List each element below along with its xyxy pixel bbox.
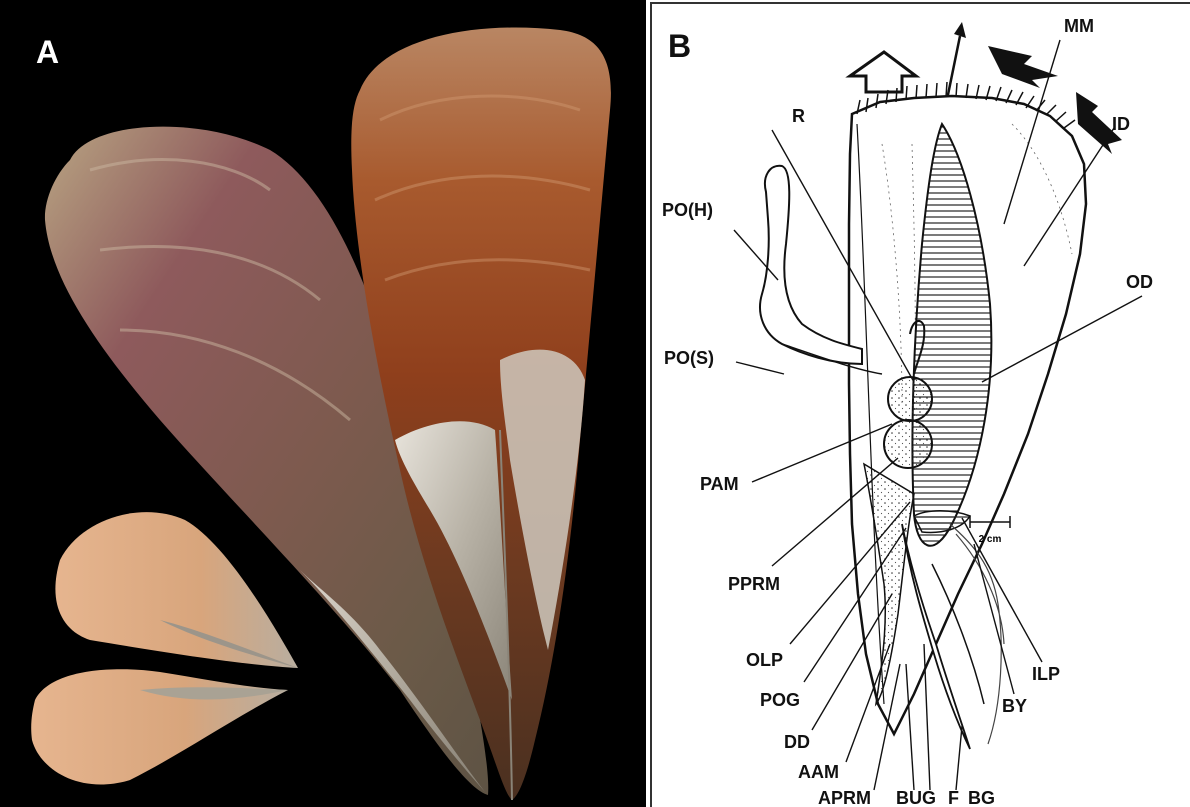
panel-label-a: A: [36, 34, 59, 71]
label-po-s: PO(S): [664, 348, 714, 368]
panel-b-diagram: B: [650, 2, 1190, 807]
label-id: ID: [1112, 114, 1130, 134]
anatomy-drawing: 2 cm: [652, 4, 1190, 807]
label-f: F: [948, 788, 959, 807]
posterior-adductor: [888, 377, 932, 421]
panel-a-photo: A: [0, 0, 646, 807]
label-pam: PAM: [700, 474, 739, 494]
scale-label: 2 cm: [979, 534, 1002, 545]
shell-photo: [0, 0, 646, 807]
label-ilp: ILP: [1032, 664, 1060, 684]
panel-label-b: B: [668, 28, 691, 65]
label-mm: MM: [1064, 16, 1094, 36]
label-od: OD: [1126, 272, 1153, 292]
small-shell-bottom: [31, 669, 288, 784]
label-dd: DD: [784, 732, 810, 752]
open-arrow-icon: [850, 52, 916, 92]
label-aam: AAM: [798, 762, 839, 782]
small-shell-top: [55, 512, 298, 668]
label-r: R: [792, 106, 805, 126]
label-by: BY: [1002, 696, 1027, 716]
label-bug: BUG: [896, 788, 936, 807]
label-pog: POG: [760, 690, 800, 710]
label-pprm: PPRM: [728, 574, 780, 594]
label-bg: BG: [968, 788, 995, 807]
pallial-organ: [760, 166, 862, 364]
label-po-h: PO(H): [662, 200, 713, 220]
label-aprm: APRM: [818, 788, 871, 807]
label-olp: OLP: [746, 650, 783, 670]
